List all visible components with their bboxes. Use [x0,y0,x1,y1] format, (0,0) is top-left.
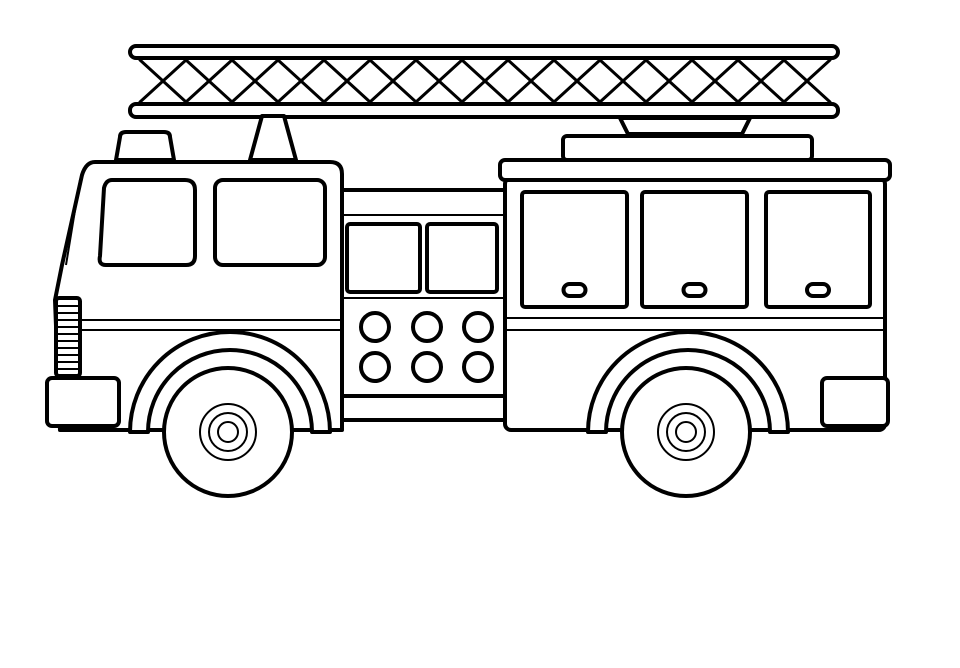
front-wheel-arch [128,330,332,434]
ladder-rung [276,58,326,104]
hub-outer [199,403,257,461]
hub-center [217,421,239,443]
ladder-rung [460,58,510,104]
ladder-rung [644,58,694,104]
wheel [620,366,752,498]
valve-circle [462,351,494,383]
ladder-rung [184,58,234,104]
compartment-door [520,190,629,309]
step-bumper [331,394,517,422]
ladder-rung [506,58,556,104]
ladder-rung [598,58,648,104]
ladder-rung [690,58,740,104]
ladder [128,44,840,119]
hub-outer [657,403,715,461]
tire [620,366,752,498]
siren [248,114,298,162]
ladder-platform [561,134,814,162]
wheel [162,366,294,498]
ladder-rung [368,58,418,104]
door-handle [681,282,708,298]
ladder-rung [782,58,832,104]
rear-wheel-arch [586,330,790,434]
ladder-rung [414,58,464,104]
ladder-rung [230,58,280,104]
compartment-door [764,190,872,309]
valve-circle [359,351,391,383]
hub-middle [208,412,248,452]
pump-section [331,188,517,422]
side-window [213,178,327,267]
valve-circle [359,311,391,343]
ladder-rung [322,58,372,104]
ladder-rung [736,58,786,104]
cab [53,114,344,432]
door-handle [805,282,831,298]
hub-middle [666,412,706,452]
valve-circle [411,351,443,383]
front-bumper [45,376,121,428]
hub-center [675,421,697,443]
ladder-mount [618,116,752,136]
tire [162,366,294,498]
grille [54,296,82,378]
windshield [97,178,197,267]
rear-bumper [820,376,890,428]
rear-body [498,158,892,432]
door-handle [561,282,588,298]
beacon-light [114,130,176,162]
valve-circle [411,311,443,343]
ladder-rung [138,58,188,104]
valve-circle [462,311,494,343]
ladder-rung [552,58,602,104]
compartment-door [640,190,749,309]
